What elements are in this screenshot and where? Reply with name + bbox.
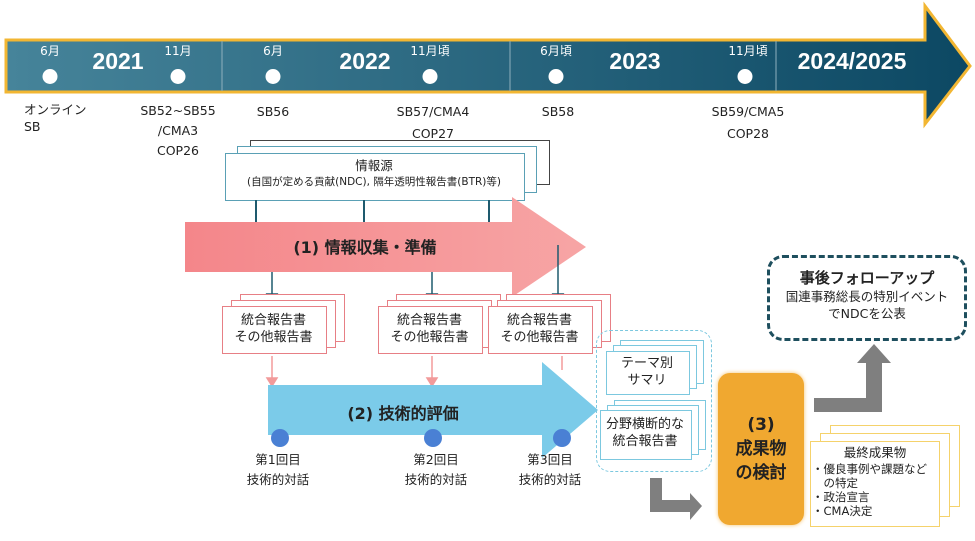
event-label: SB58 (541, 104, 575, 119)
dialogue-label: 第1回目技術的対話 (246, 452, 310, 487)
year-label: 2021 (92, 48, 144, 74)
report-text: 統合報告書その他報告書 (390, 313, 469, 345)
month-label: 11月頃 (410, 44, 450, 58)
report-text: 統合報告書その他報告書 (500, 313, 579, 345)
milestone-dot (737, 69, 753, 84)
followup-box: 事後フォローアップ 国連事務総長の特別イベント でNDCを公表 (767, 255, 967, 341)
dialogue-dot (424, 429, 442, 447)
step1-label: (1) 情報収集・準備 (293, 238, 437, 257)
dialogue-dot (553, 429, 571, 447)
month-label: 11月頃 (728, 44, 768, 58)
month-label: 6月 (263, 44, 283, 58)
year-label: 2023 (609, 48, 661, 74)
dialogue-label: 第3回目技術的対話 (518, 452, 582, 487)
milestone-dot (548, 69, 564, 84)
milestone-dot (422, 69, 438, 84)
source-text: 情報源(自国が定める貢献(NDC), 隔年透明性報告書(BTR)等) (247, 158, 501, 188)
connector-line (363, 200, 365, 222)
cross-sector-report-document (600, 410, 692, 460)
milestone-dot (265, 69, 281, 84)
step3-box: (3)成果物の検討 (718, 373, 804, 525)
step2-label: (2) 技術的評価 (347, 404, 459, 423)
milestone-dot (170, 69, 186, 84)
year-label: 2022 (339, 48, 391, 74)
year-label: 2024/2025 (797, 48, 907, 74)
report-document (222, 306, 327, 354)
month-label: 6月頃 (540, 44, 572, 58)
report-text: 統合報告書その他報告書 (234, 313, 313, 345)
theme-summary-text: テーマ別サマリ (620, 356, 673, 388)
final-outputs-document (810, 441, 940, 527)
final-outputs-text: 最終成果物 ・優良事例や課題など の特定・政治宣言・CMA決定 (812, 445, 927, 519)
report-document (378, 306, 483, 354)
event-label: SB56 (256, 104, 290, 119)
connector-line (488, 200, 490, 222)
month-label: 6月 (40, 44, 60, 58)
information-source-document (225, 153, 525, 201)
timeline-arrow (4, 1, 972, 129)
report-document (488, 306, 593, 354)
connector-line (255, 200, 257, 222)
dialogue-label: 第2回目技術的対話 (404, 452, 468, 487)
cross-sector-text: 分野横断的な統合報告書 (605, 417, 684, 449)
dialogue-dot (271, 429, 289, 447)
theme-summary-document (606, 351, 690, 395)
month-label: 11月 (164, 44, 192, 58)
milestone-dot (42, 69, 58, 84)
synthesis-group (596, 330, 712, 472)
